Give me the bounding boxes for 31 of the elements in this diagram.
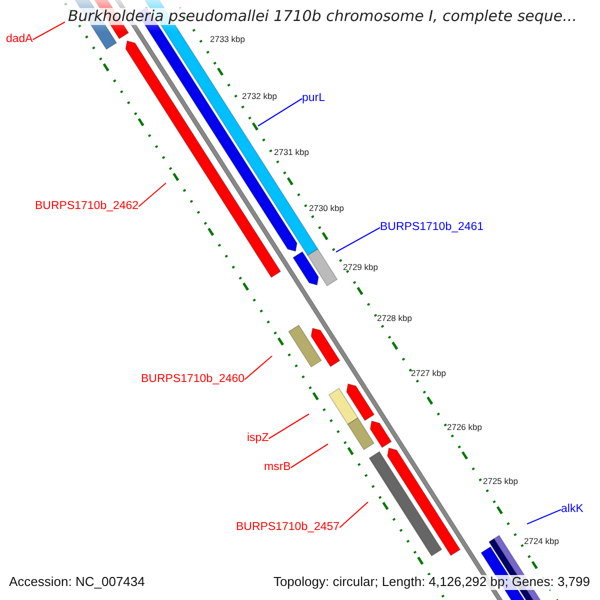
gene-label: BURPS1710b_2462 bbox=[35, 200, 139, 214]
leader-line bbox=[32, 22, 66, 40]
chart-title: Burkholderia pseudomallei 1710b chromosome I, complete seque... bbox=[68, 8, 577, 26]
scale-label: 2731 kbp bbox=[274, 148, 309, 158]
scale-label: 2726 kbp bbox=[447, 423, 482, 433]
gene-label: ispZ bbox=[247, 432, 269, 446]
scale-label: 2730 kbp bbox=[309, 204, 344, 214]
scale-label: 2732 kbp bbox=[242, 92, 277, 102]
gene-label: msrB bbox=[264, 461, 291, 474]
leader-line bbox=[290, 444, 328, 468]
leader-line bbox=[339, 502, 368, 528]
gene-label: dadA bbox=[6, 33, 33, 46]
info-text: Accession: NC_007434 bbox=[9, 575, 145, 590]
gene-label: BURPS1710b_2460 bbox=[141, 373, 245, 386]
gene-label: purL bbox=[302, 92, 326, 106]
scale-label: 2733 kbp bbox=[210, 35, 245, 45]
gene-label: BURPS1710b_2457 bbox=[236, 521, 340, 534]
scale-label: 2724 kbp bbox=[524, 537, 559, 547]
scale-label: 2725 kbp bbox=[483, 477, 518, 487]
info-text: Topology: circular; Length: 4,126,292 bp; Genes: 3,799 bbox=[273, 575, 590, 590]
leader-line bbox=[138, 182, 166, 208]
leader-line bbox=[268, 414, 310, 440]
leader-line bbox=[336, 227, 380, 252]
gene-label: alkK bbox=[561, 503, 584, 516]
scale-label: 2728 kbp bbox=[377, 314, 412, 324]
leader-line bbox=[526, 509, 562, 524]
scale-label: 2727 kbp bbox=[411, 369, 446, 379]
leader-line bbox=[244, 356, 272, 380]
gene-label: BURPS1710b_2461 bbox=[380, 221, 484, 234]
scale-label: 2729 kbp bbox=[343, 263, 378, 273]
leader-line bbox=[258, 98, 302, 126]
